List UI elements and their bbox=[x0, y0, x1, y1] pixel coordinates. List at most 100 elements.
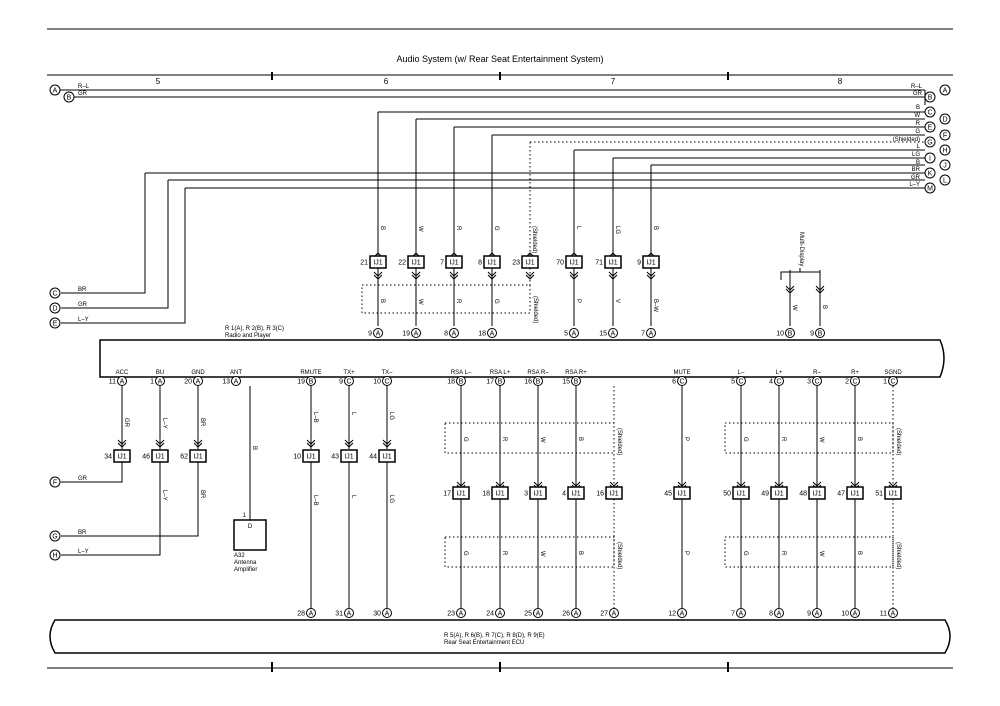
pin-circle bbox=[495, 376, 505, 386]
right-bus-connector bbox=[939, 174, 951, 186]
junction-label: IJ1 bbox=[306, 454, 315, 461]
connector-letter: H bbox=[942, 148, 947, 155]
shield-label: (Shielded) bbox=[616, 542, 622, 569]
pin-circle bbox=[850, 376, 860, 386]
connector-letter: M bbox=[927, 186, 933, 193]
junction-number: 34 bbox=[104, 454, 112, 461]
pin-number: 18 bbox=[478, 331, 486, 338]
device-name: Amplifier bbox=[234, 567, 257, 573]
junction-number: 9 bbox=[637, 260, 641, 267]
left-connector bbox=[49, 476, 61, 488]
pin-circle bbox=[456, 608, 466, 618]
pin-circle bbox=[785, 328, 795, 338]
junction-label: IJ1 bbox=[456, 491, 465, 498]
rear-seat-ecu bbox=[49, 619, 951, 654]
junction-number: 7 bbox=[440, 260, 444, 267]
connector-letter: B bbox=[818, 331, 823, 338]
pin-circle bbox=[815, 328, 825, 338]
connector-letter: A bbox=[347, 611, 352, 618]
pin-circle bbox=[373, 328, 383, 338]
junction-label: IJ1 bbox=[382, 454, 391, 461]
pin-function: L+ bbox=[776, 370, 783, 376]
pin-circle bbox=[533, 608, 543, 618]
connector-letter: C bbox=[890, 379, 895, 386]
column-number: 5 bbox=[156, 77, 161, 86]
connector-letter: B bbox=[928, 95, 933, 102]
junction-label: IJ1 bbox=[812, 491, 821, 498]
pin-function: RMUTE bbox=[300, 370, 321, 376]
junction-number: 45 bbox=[664, 491, 672, 498]
pin-number: 27 bbox=[600, 611, 608, 618]
connector-letter: A bbox=[490, 331, 495, 338]
left-connector bbox=[49, 302, 61, 314]
wire bbox=[61, 462, 123, 483]
wire bbox=[61, 462, 161, 556]
pin-circle bbox=[193, 376, 203, 386]
connector-letter: B bbox=[67, 95, 72, 102]
pin-number: 9 bbox=[810, 331, 814, 338]
pin-number: 31 bbox=[335, 611, 343, 618]
junction-number: 48 bbox=[799, 491, 807, 498]
pin-circle bbox=[344, 376, 354, 386]
connector-letter: K bbox=[928, 171, 933, 178]
wire-color: L bbox=[917, 144, 921, 150]
wire-color: B bbox=[577, 551, 583, 555]
pin-circle bbox=[306, 376, 316, 386]
wire-color: R bbox=[780, 551, 786, 556]
connector-letter: A bbox=[158, 379, 163, 386]
wire bbox=[61, 180, 169, 309]
connector-letter: E bbox=[928, 125, 933, 132]
pin-circle bbox=[571, 608, 581, 618]
wire-color: G bbox=[493, 226, 499, 231]
shield-label: (Shielded) bbox=[616, 428, 622, 455]
pin-circle bbox=[888, 608, 898, 618]
pin-number: 28 bbox=[297, 611, 305, 618]
pin-function: ACC bbox=[116, 370, 129, 376]
connector-letter: C bbox=[52, 291, 57, 298]
connector-letter: A bbox=[891, 611, 896, 618]
arrow-head bbox=[382, 442, 392, 448]
connector-letter: A bbox=[498, 611, 503, 618]
pin-function: TX– bbox=[381, 370, 393, 376]
arrow-head bbox=[850, 481, 860, 487]
wire-color: L–B bbox=[312, 412, 318, 423]
pin-number: 2 bbox=[845, 379, 849, 386]
wire-color: P bbox=[575, 299, 581, 303]
junction-label: IJ1 bbox=[850, 491, 859, 498]
arrow-head bbox=[495, 481, 505, 487]
connector-letter: C bbox=[346, 379, 351, 386]
pin-circle bbox=[382, 608, 392, 618]
pin-circle bbox=[736, 608, 746, 618]
pin-number: 9 bbox=[807, 611, 811, 618]
wire-color: G bbox=[915, 129, 920, 135]
wire-color: R bbox=[455, 226, 461, 231]
pin-number: 23 bbox=[447, 611, 455, 618]
column-number: 6 bbox=[384, 77, 389, 86]
wire-color: W bbox=[818, 551, 824, 557]
junction-number: 70 bbox=[556, 260, 564, 267]
column-number: 7 bbox=[611, 77, 616, 86]
connector-letter: I bbox=[929, 156, 931, 163]
connector-letter: A bbox=[680, 611, 685, 618]
shield-box bbox=[724, 536, 894, 568]
pin-number: 1 bbox=[150, 379, 154, 386]
junction-label: IJ1 bbox=[646, 260, 655, 267]
pin-function: R– bbox=[813, 370, 821, 376]
pin-function: L– bbox=[738, 370, 745, 376]
connector-letter: A bbox=[452, 331, 457, 338]
arrow-head bbox=[193, 439, 203, 445]
pin-function: SGND bbox=[884, 370, 902, 376]
arrow-head bbox=[155, 439, 165, 445]
device-label: Multi-Display bbox=[798, 232, 804, 266]
connector-letter: A bbox=[815, 611, 820, 618]
left-connector bbox=[49, 530, 61, 542]
connector-letter: A bbox=[536, 611, 541, 618]
wire-color: B bbox=[652, 226, 658, 230]
connector-letter: D bbox=[942, 117, 947, 124]
pin-circle bbox=[609, 608, 619, 618]
wire-color: G bbox=[462, 551, 468, 556]
arrow-head bbox=[344, 439, 354, 445]
wire-color: P bbox=[683, 551, 689, 555]
wire-color: R–L bbox=[911, 84, 923, 90]
wire-color: LG bbox=[912, 152, 920, 158]
